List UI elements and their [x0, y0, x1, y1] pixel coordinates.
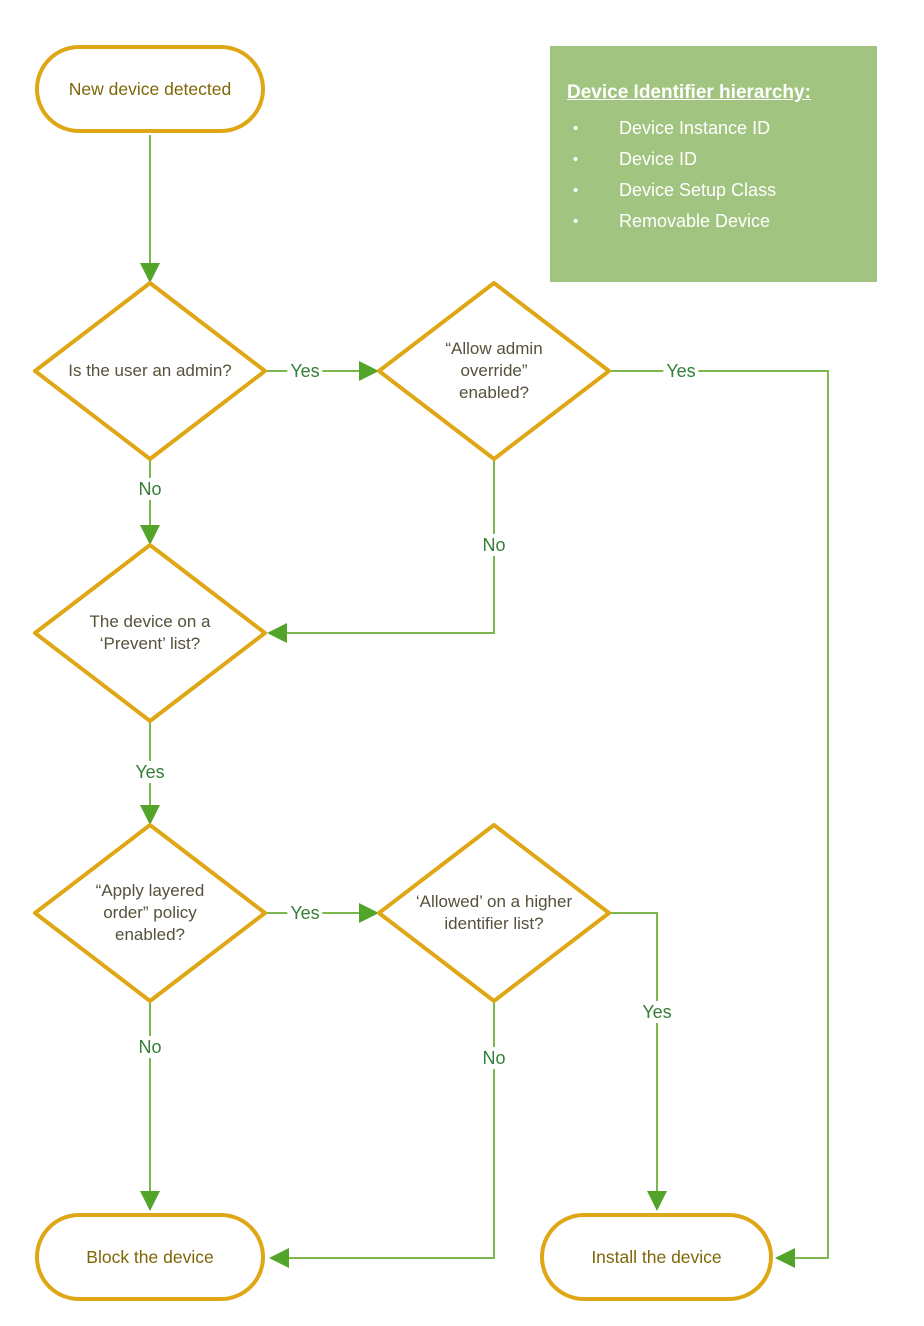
decision-diamond-override	[377, 281, 611, 461]
arrowhead-right-icon	[359, 903, 379, 923]
decision-diamond-prevent	[33, 543, 267, 723]
bullet-icon: •	[573, 182, 579, 199]
arrowhead-right-icon	[359, 361, 379, 381]
arrowhead-left-icon	[775, 1248, 795, 1268]
arrowhead-down-icon	[647, 1191, 667, 1211]
bullet-icon: •	[573, 151, 579, 168]
prevent-diamond-label: The device on a ‘Prevent’ list?	[89, 612, 211, 653]
arrowhead-left-icon	[269, 1248, 289, 1268]
install-device-node: Install the device	[540, 1213, 773, 1301]
arrowhead-left-icon	[267, 623, 287, 643]
layered-diamond-label: “Apply layered order” policy enabled?	[95, 881, 205, 944]
block-device-label: Block the device	[86, 1246, 214, 1267]
higher-diamond-label: ‘Allowed’ on a higher identifier list?	[415, 892, 573, 933]
bullet-icon: •	[573, 213, 579, 230]
legend-item: • Device Setup Class	[567, 175, 865, 206]
legend-item: • Device ID	[567, 144, 865, 175]
override-diamond-label: “Allow admin override” enabled?	[445, 339, 543, 402]
edge-label-admin-no: No	[135, 478, 165, 500]
admin-diamond-label: Is the user an admin?	[68, 361, 232, 380]
edge-label-higher-yes: Yes	[639, 1001, 675, 1023]
start-node-label: New device detected	[68, 78, 232, 99]
arrowhead-down-icon	[140, 1191, 160, 1211]
legend-item-label: Removable Device	[619, 211, 771, 231]
block-device-node: Block the device	[35, 1213, 265, 1301]
decision-diamond-admin	[33, 281, 267, 461]
arrowhead-down-icon	[140, 525, 160, 545]
edge-label-layered-no: No	[135, 1036, 165, 1058]
device-identifier-legend: Device Identifier hierarchy: • Device In…	[550, 46, 877, 282]
legend-item: • Device Instance ID	[567, 113, 865, 144]
edge-higher-yes	[610, 912, 658, 1193]
edge-label-higher-no: No	[479, 1047, 509, 1069]
legend-list: • Device Instance ID • Device ID • Devic…	[567, 113, 865, 237]
edge-label-override-no: No	[479, 534, 509, 556]
edge-label-prevent-yes: Yes	[132, 761, 168, 783]
arrowhead-down-icon	[140, 805, 160, 825]
bullet-icon: •	[573, 120, 579, 137]
decision-diamond-layered	[33, 823, 267, 1003]
install-device-label: Install the device	[591, 1246, 722, 1267]
legend-item-label: Device Setup Class	[619, 180, 777, 200]
decision-diamond-higher	[377, 823, 611, 1003]
edge-override-no	[285, 461, 495, 634]
legend-item-label: Device ID	[619, 149, 698, 169]
arrowhead-down-icon	[140, 263, 160, 283]
legend-item-label: Device Instance ID	[619, 118, 771, 138]
legend-title: Device Identifier hierarchy:	[567, 82, 811, 103]
edge-higher-no	[287, 999, 495, 1259]
edge-override-yes	[610, 370, 829, 1259]
edge-label-admin-yes: Yes	[287, 360, 323, 382]
start-node: New device detected	[35, 45, 265, 133]
edge-label-layered-yes: Yes	[287, 902, 323, 924]
edge-label-override-yes: Yes	[663, 360, 699, 382]
legend-item: • Removable Device	[567, 206, 865, 237]
